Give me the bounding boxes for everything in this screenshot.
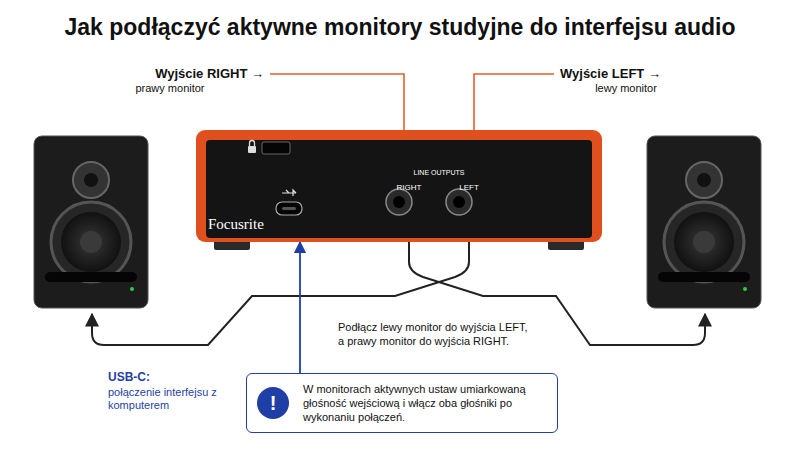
callout-sublabel: lewy monitor	[566, 82, 686, 94]
info-icon-mark: !	[257, 391, 289, 415]
left-monitor	[34, 136, 148, 308]
title: Jak podłączyć aktywne monitory studyjne …	[0, 14, 800, 41]
interface-details	[196, 130, 582, 228]
jack-label: LEFT	[439, 183, 499, 192]
instruction-note: Podłącz lewy monitor do wyjścia LEFT, a …	[338, 320, 528, 348]
info-text: W monitorach aktywnych ustaw umiarkowaną…	[303, 382, 543, 424]
info-icon: !	[257, 387, 289, 419]
audio-interface: Focusrite LINE OUTPUTS RIGHTLEFT	[196, 130, 602, 242]
callout-label: Wyjście LEFT →	[560, 66, 720, 81]
jack-label: RIGHT	[379, 183, 439, 192]
usb-label: USB-C:	[108, 370, 150, 384]
right-monitor	[647, 136, 761, 308]
usb-description: połączenie interfejsu z komputerem	[108, 386, 226, 412]
brand-name: Focusrite	[208, 216, 264, 233]
usb-leader	[299, 242, 301, 373]
panel-label: LINE OUTPUTS	[399, 169, 479, 176]
callout-label: Wyjście RIGHT →	[110, 66, 264, 81]
callout-sublabel: prawy monitor	[110, 82, 230, 94]
info-box: ! W monitorach aktywnych ustaw umiarkowan…	[246, 373, 558, 433]
